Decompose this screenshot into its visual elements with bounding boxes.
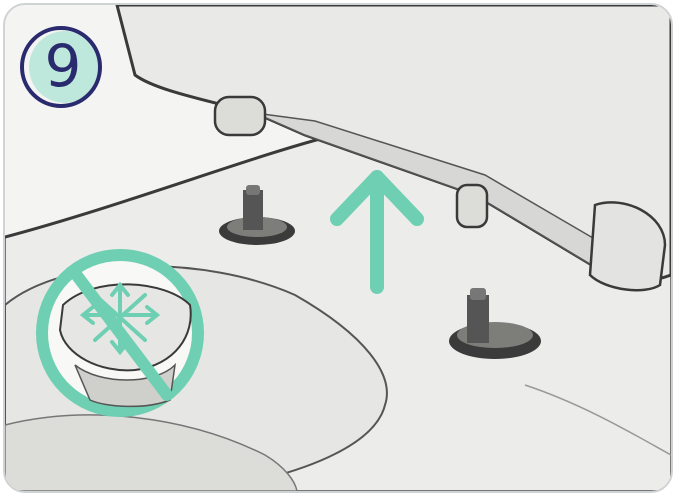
illustration-frame: 9 [3,3,673,493]
lid-bumper-left [215,97,265,135]
prohibited-move-icon [42,255,198,411]
step-badge: 9 [19,23,107,111]
lid-bumper-right [457,185,487,227]
step-number: 9 [19,23,107,111]
